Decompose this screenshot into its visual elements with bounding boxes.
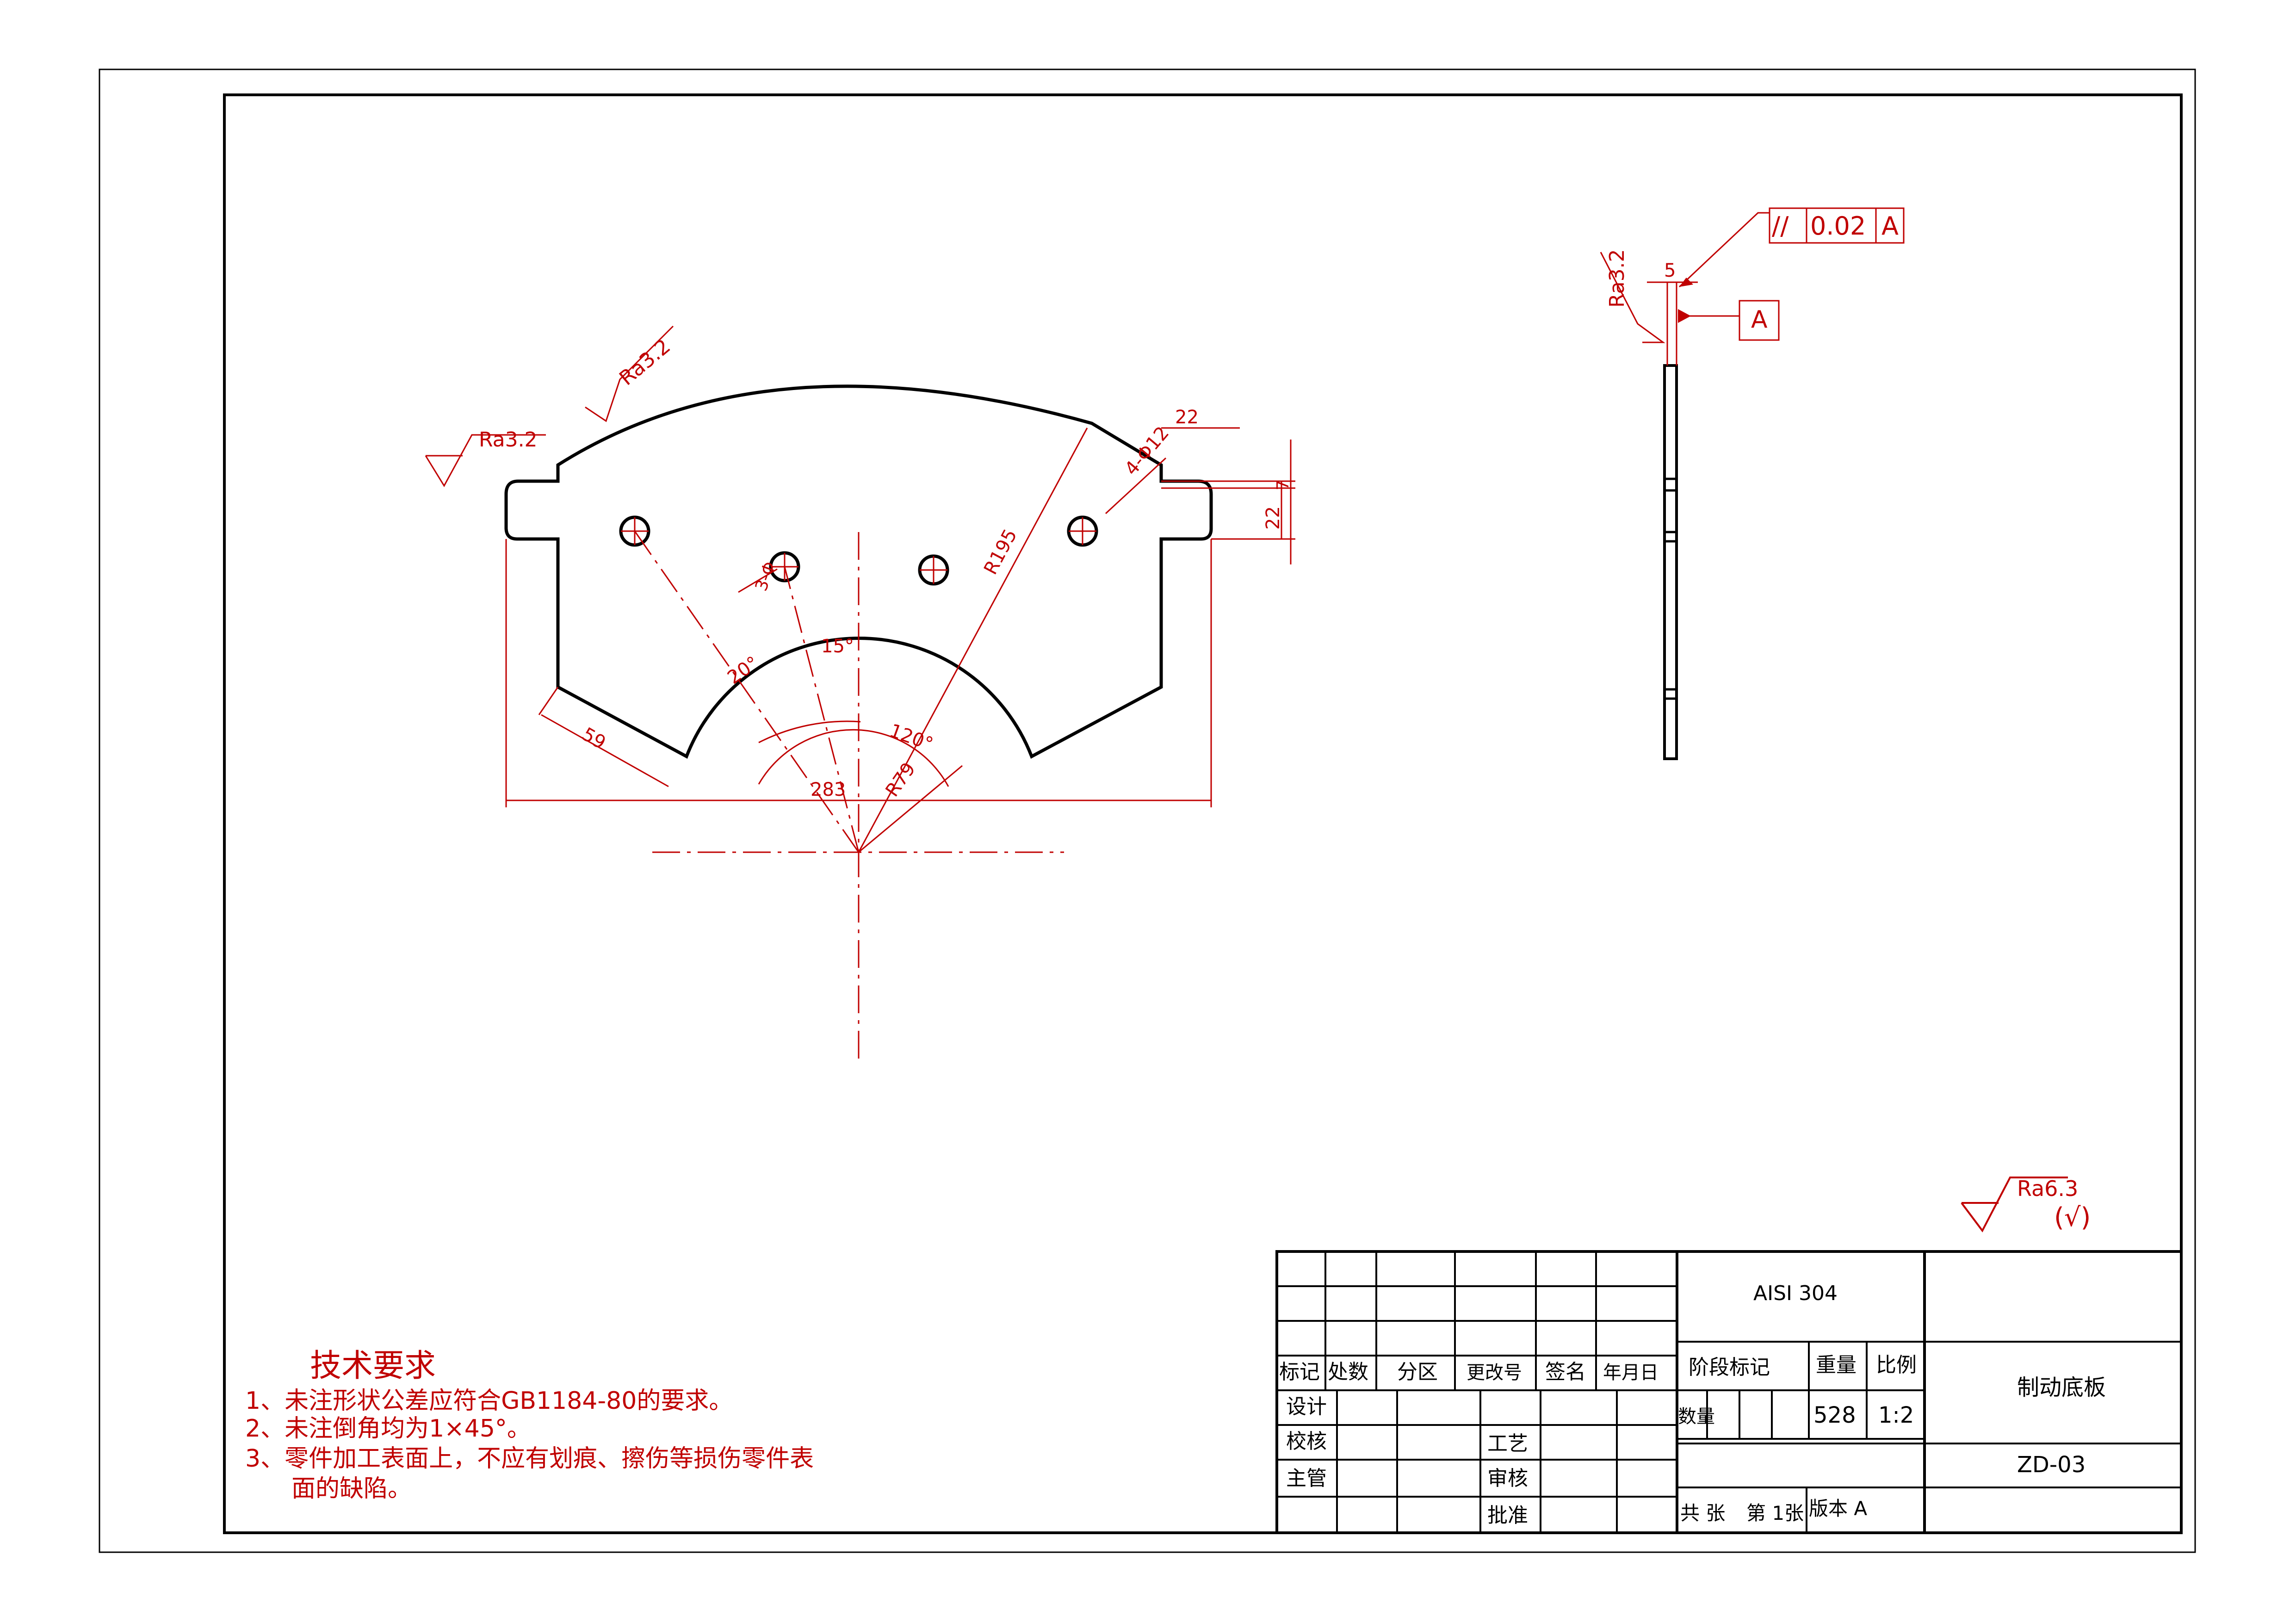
svg-text:重量: 重量 bbox=[1816, 1353, 1857, 1377]
svg-text:Ra3.2: Ra3.2 bbox=[479, 428, 538, 452]
roughness-top: Ra3.2 bbox=[585, 325, 675, 422]
title-block-text: AISI 304 制动底板 ZD-03 标记 处数 分区 更改号 签名 年月日 … bbox=[1279, 1282, 2106, 1527]
svg-text:签名: 签名 bbox=[1545, 1360, 1586, 1384]
dim-15deg: 15° bbox=[821, 636, 854, 657]
tech-line-1: 1、未注形状公差应符合GB1184-80的要求。 bbox=[245, 1387, 733, 1415]
svg-text:Ra3.2: Ra3.2 bbox=[615, 335, 675, 390]
dimension-lines bbox=[505, 427, 1295, 853]
svg-text:年月日: 年月日 bbox=[1603, 1362, 1659, 1383]
inner-border bbox=[223, 93, 2183, 1534]
svg-text:工艺: 工艺 bbox=[1487, 1432, 1528, 1456]
dim-r79: R79 bbox=[882, 759, 920, 801]
svg-text:Ra6.3: Ra6.3 bbox=[2017, 1176, 2078, 1201]
svg-text:设计: 设计 bbox=[1286, 1395, 1327, 1419]
roughness-left: Ra3.2 bbox=[425, 428, 546, 487]
dim-7: 7 bbox=[1274, 480, 1293, 490]
svg-text:处数: 处数 bbox=[1328, 1360, 1368, 1384]
dim-small-hole: 3-Φ bbox=[752, 559, 780, 594]
dim-283: 283 bbox=[811, 779, 846, 800]
svg-text:批准: 批准 bbox=[1487, 1504, 1528, 1527]
dim-thickness: 5 bbox=[1664, 260, 1676, 281]
svg-text:主管: 主管 bbox=[1286, 1467, 1327, 1490]
dim-120deg: 120° bbox=[887, 720, 936, 755]
tech-line-2: 2、未注倒角均为1×45°。 bbox=[245, 1415, 531, 1443]
center-lines bbox=[634, 531, 1064, 1059]
svg-text:更改号: 更改号 bbox=[1467, 1362, 1522, 1383]
roughness-side: Ra3.2 bbox=[1605, 249, 1629, 308]
svg-text:数量: 数量 bbox=[1678, 1406, 1715, 1427]
title-block bbox=[1275, 1250, 2183, 1534]
part-name: 制动底板 bbox=[2017, 1375, 2106, 1400]
svg-text:版本 A: 版本 A bbox=[1809, 1497, 1867, 1520]
svg-text:第 1张: 第 1张 bbox=[1746, 1502, 1804, 1524]
dim-59: 59 bbox=[578, 724, 609, 754]
svg-text:分区: 分区 bbox=[1397, 1360, 1438, 1384]
tech-line-4: 面的缺陷。 bbox=[291, 1475, 412, 1503]
svg-text:比例: 比例 bbox=[1876, 1353, 1917, 1377]
weight-value: 528 bbox=[1813, 1402, 1856, 1428]
holes bbox=[619, 515, 1098, 586]
tolerance-symbol: // bbox=[1772, 211, 1789, 241]
svg-text:共 张: 共 张 bbox=[1680, 1502, 1725, 1524]
svg-text:阶段标记: 阶段标记 bbox=[1689, 1356, 1770, 1379]
dim-20deg: 20° bbox=[724, 652, 762, 688]
outer-border bbox=[99, 68, 2196, 1553]
dim-top-22: 22 bbox=[1175, 407, 1199, 428]
material: AISI 304 bbox=[1753, 1282, 1838, 1305]
part-outline bbox=[504, 384, 1213, 759]
tolerance-datum: A bbox=[1881, 211, 1899, 241]
datum-label: A bbox=[1751, 306, 1768, 334]
tech-title: 技术要求 bbox=[310, 1348, 436, 1384]
svg-text:标记: 标记 bbox=[1279, 1360, 1320, 1384]
tolerance-frame bbox=[1769, 207, 1905, 244]
svg-text:(√): (√) bbox=[2054, 1202, 2091, 1233]
roughness-general: Ra6.3 (√) bbox=[1961, 1176, 2091, 1233]
svg-text:校核: 校核 bbox=[1286, 1430, 1327, 1453]
side-view: A // 0.02 A 5 Ra3.2 bbox=[1600, 207, 1905, 760]
tolerance-value: 0.02 bbox=[1810, 211, 1866, 241]
dim-side-22: 22 bbox=[1262, 506, 1284, 530]
tech-requirements: 技术要求 1、未注形状公差应符合GB1184-80的要求。 2、未注倒角均为1×… bbox=[245, 1348, 814, 1503]
dim-r195: R195 bbox=[980, 526, 1021, 578]
tech-line-3: 3、零件加工表面上，不应有划痕、擦伤等损伤零件表 bbox=[245, 1445, 814, 1473]
scale-value: 1:2 bbox=[1878, 1402, 1914, 1428]
svg-text:审核: 审核 bbox=[1487, 1467, 1528, 1490]
dim-4-holes: 4-Φ12 bbox=[1120, 422, 1173, 479]
drawing-number: ZD-03 bbox=[2017, 1452, 2086, 1478]
